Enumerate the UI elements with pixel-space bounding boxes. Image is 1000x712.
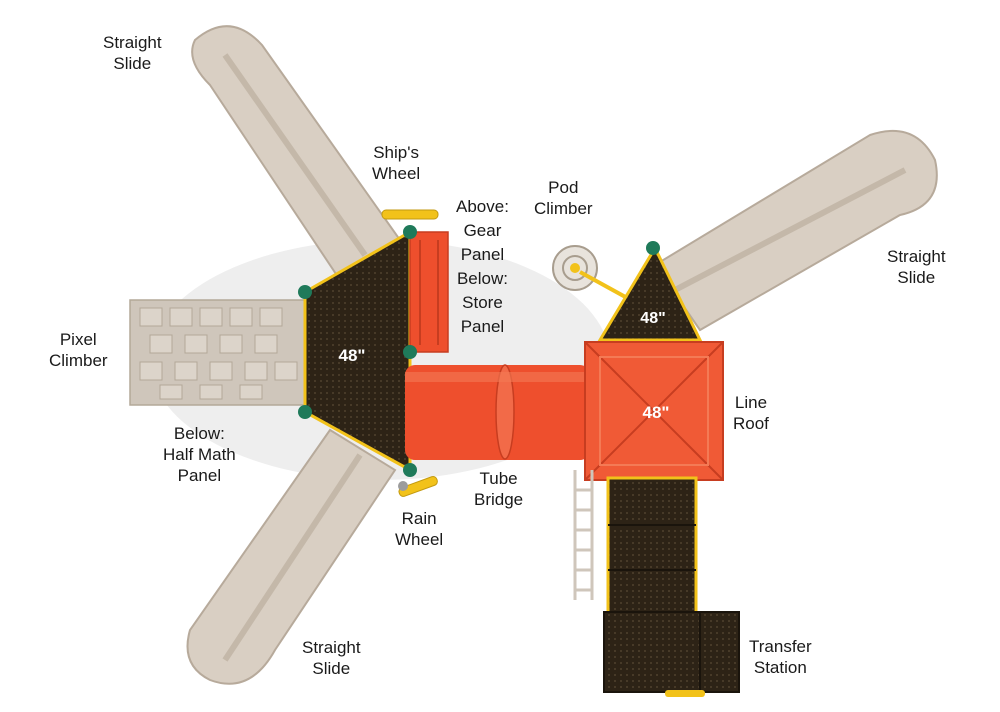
straight-slide-bottom — [186, 428, 397, 685]
stair-deck — [606, 476, 698, 615]
roof-deck-height: 48" — [643, 403, 670, 422]
post-clamps — [298, 225, 660, 477]
right-deck-height: 48" — [640, 310, 665, 327]
pixel-climber — [129, 299, 306, 406]
left-deck-height: 48" — [339, 346, 366, 365]
rain-wheel — [398, 476, 438, 497]
line-roof: 48" — [584, 341, 724, 481]
ladder — [573, 470, 594, 600]
ships-wheel — [381, 209, 439, 220]
straight-slide-top-left — [191, 25, 402, 282]
right-deck: 48" — [597, 244, 703, 342]
pod-climber — [552, 245, 641, 307]
straight-slide-right — [653, 129, 938, 332]
transfer-station — [603, 611, 740, 697]
gear-store-panel — [409, 231, 449, 353]
tube-bridge — [405, 364, 590, 460]
